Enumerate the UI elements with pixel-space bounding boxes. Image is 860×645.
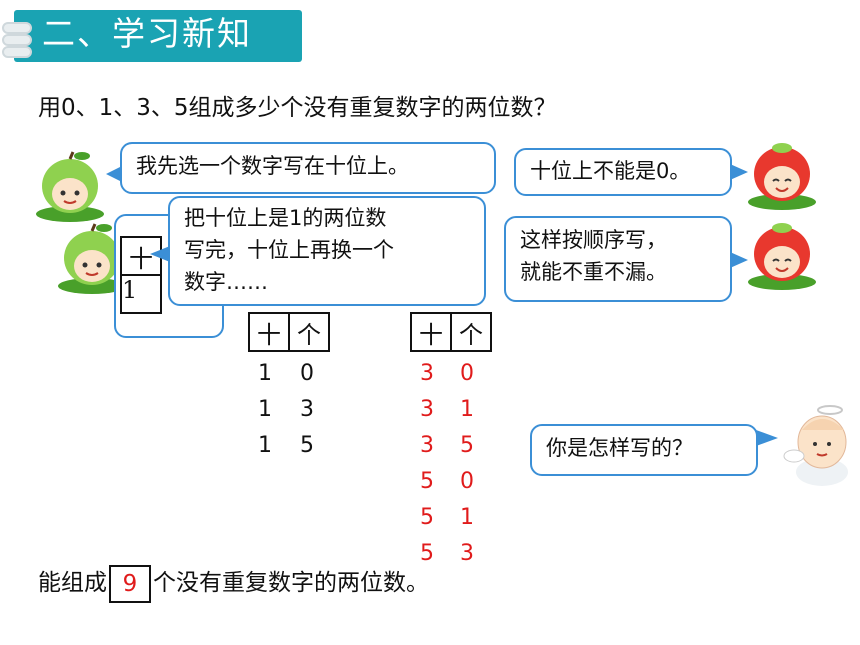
table-cell: 5 (420, 469, 434, 494)
green-apple-character-icon (58, 223, 126, 294)
table-cell: 1 (460, 505, 474, 530)
table-cell: 0 (300, 361, 314, 386)
place-value-table-1: 十 个 (248, 312, 330, 352)
table-header-ones: 个 (450, 312, 492, 352)
bubble-text-line: 把十位上是1的两位数 (184, 206, 387, 230)
answer-suffix: 个没有重复数字的两位数。 (153, 570, 429, 596)
bubble-text-line: 数字…… (184, 270, 268, 294)
angel-character-icon (783, 405, 848, 486)
answer-box: 9 (109, 564, 151, 603)
bubble-text-line: 写完，十位上再换一个 (184, 238, 394, 262)
binder-ring-icon (2, 34, 32, 46)
table-header-tens: 十 (410, 312, 452, 352)
table-cell: 3 (420, 433, 434, 458)
table-cell: 5 (300, 433, 314, 458)
binder-ring-icon (2, 46, 32, 58)
bubble-text: 我先选一个数字写在十位上。 (136, 154, 409, 178)
bubble-tail (150, 246, 170, 262)
table-cell: 3 (420, 397, 434, 422)
table-header-tens: 十 (248, 312, 290, 352)
speech-bubble: 把十位上是1的两位数 写完，十位上再换一个 数字…… (168, 196, 486, 306)
table-cell: 1 (258, 433, 272, 458)
section-header (14, 10, 302, 62)
table-cell: 0 (460, 361, 474, 386)
table-cell: 0 (460, 469, 474, 494)
bubble-tail (730, 252, 748, 268)
answer-prefix: 能组成 (38, 570, 107, 596)
speech-bubble: 我先选一个数字写在十位上。 (120, 142, 496, 194)
bubble-tail (756, 430, 778, 446)
table-cell: 1 (258, 361, 272, 386)
bubble-text: 你是怎样写的？ (546, 436, 693, 460)
speech-bubble: 这样按顺序写， 就能不重不漏。 (504, 216, 732, 302)
bubble-text-line: 就能不重不漏。 (520, 260, 667, 284)
green-apple-character-icon (36, 151, 104, 222)
table-cell: 5 (420, 541, 434, 566)
binder-ring-icon (2, 22, 32, 34)
table-cell: 3 (420, 361, 434, 386)
table-cell: 3 (460, 541, 474, 566)
table-header-ones: 个 (288, 312, 330, 352)
section-title: 二、学习新知 (42, 14, 252, 53)
bubble-text: 十位上不能是0。 (530, 159, 691, 183)
red-apple-character-icon (748, 223, 816, 290)
bubble-text-line: 这样按顺序写， (520, 228, 667, 252)
table-cell: 1 (258, 397, 272, 422)
table-cell: 5 (420, 505, 434, 530)
table-cell: 5 (460, 433, 474, 458)
speech-bubble: 十位上不能是0。 (514, 148, 732, 196)
speech-bubble: 你是怎样写的？ (530, 424, 758, 476)
place-value-table-2: 十 个 (410, 312, 492, 352)
bubble-tail (106, 166, 122, 182)
table-cell: 1 (120, 274, 162, 314)
red-apple-character-icon (748, 143, 816, 210)
bubble-tail (730, 164, 748, 180)
question-text: 用0、1、3、5组成多少个没有重复数字的两位数？ (38, 95, 557, 121)
table-cell: 3 (300, 397, 314, 422)
table-cell: 1 (460, 397, 474, 422)
